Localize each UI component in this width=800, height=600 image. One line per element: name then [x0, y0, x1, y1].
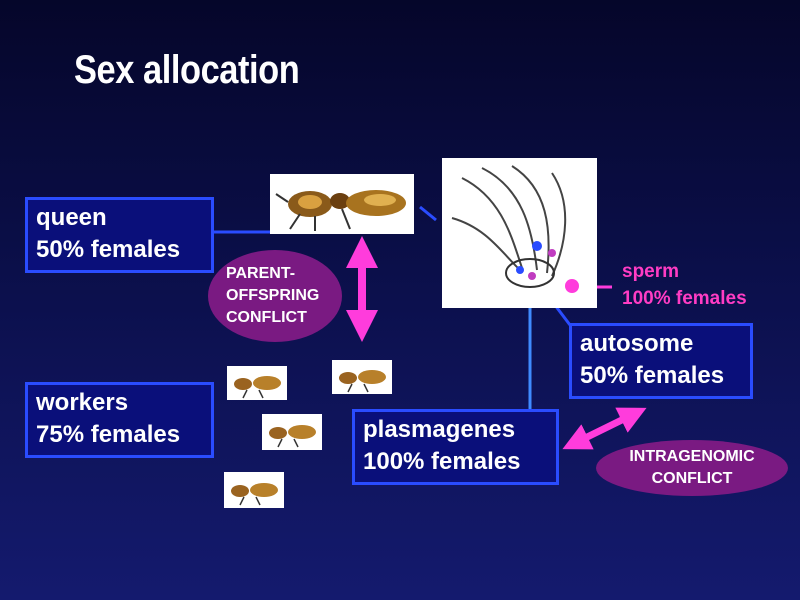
ant-icon: [275, 190, 406, 231]
conflict-line-3: CONFLICT: [226, 309, 307, 326]
tract-connector: [419, 205, 437, 222]
worker-ant-image-3: [262, 414, 322, 450]
ovary-icon: [451, 165, 579, 293]
queen-box: queen 50% females: [25, 197, 214, 273]
slide-title: Sex allocation: [74, 48, 300, 92]
conflict-line-1: PARENT-: [226, 265, 296, 282]
ant-icon: [269, 425, 316, 448]
plasmagenes-box: plasmagenes 100% females: [352, 409, 559, 485]
workers-label: workers: [36, 389, 129, 416]
queen-ant-image: [270, 174, 414, 234]
sperm-title: sperm: [622, 261, 680, 282]
ant-icon: [339, 370, 386, 393]
worker-ant-image-2: [332, 360, 392, 394]
reproductive-tract-image: [442, 158, 597, 308]
conflict-line-2: OFFSPRING: [226, 287, 320, 304]
intragenomic-arrow: [562, 407, 647, 450]
autosome-box: autosome 50% females: [569, 323, 753, 399]
worker-ant-image-1: [227, 366, 287, 400]
queen-label: queen: [36, 204, 107, 231]
plasmagenes-ratio: 100% females: [363, 448, 521, 475]
autosome-ratio: 50% females: [580, 362, 725, 389]
worker-ant-image-4: [224, 472, 284, 508]
parent-offspring-conflict-oval: PARENT- OFFSPRING CONFLICT: [208, 250, 342, 342]
plasmagenes-label: plasmagenes: [363, 416, 516, 443]
sperm-label: sperm 100% females: [622, 258, 747, 312]
queen-ratio: 50% females: [36, 236, 181, 263]
ant-icon: [234, 376, 281, 399]
autosome-label: autosome: [580, 330, 694, 357]
intragenomic-line-1: INTRAGENOMIC: [629, 448, 755, 465]
ant-icon: [231, 483, 278, 506]
workers-box: workers 75% females: [25, 382, 214, 458]
workers-ratio: 75% females: [36, 421, 181, 448]
sperm-ratio: 100% females: [622, 288, 747, 309]
intragenomic-line-2: CONFLICT: [651, 470, 733, 487]
intragenomic-conflict-oval: INTRAGENOMIC CONFLICT: [596, 440, 788, 496]
